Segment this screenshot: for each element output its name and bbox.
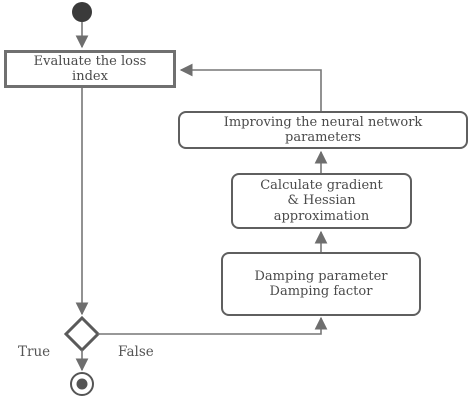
- start-node: [72, 2, 92, 22]
- edge-decision-to-damping: [98, 316, 328, 335]
- improve-params-node: Improving the neural network parameters: [178, 111, 468, 149]
- decision-node: [63, 315, 101, 353]
- false-label: False: [118, 344, 154, 360]
- edge-improving-to-evaluate: [179, 63, 322, 111]
- damping-node: Damping parameter Damping factor: [221, 252, 421, 316]
- end-node-inner: [76, 378, 88, 390]
- true-label: True: [18, 344, 51, 360]
- evaluate-loss-node: Evaluate the loss index: [4, 50, 176, 88]
- calc-gradient-node: Calculate gradient & Hessian approximati…: [231, 173, 412, 229]
